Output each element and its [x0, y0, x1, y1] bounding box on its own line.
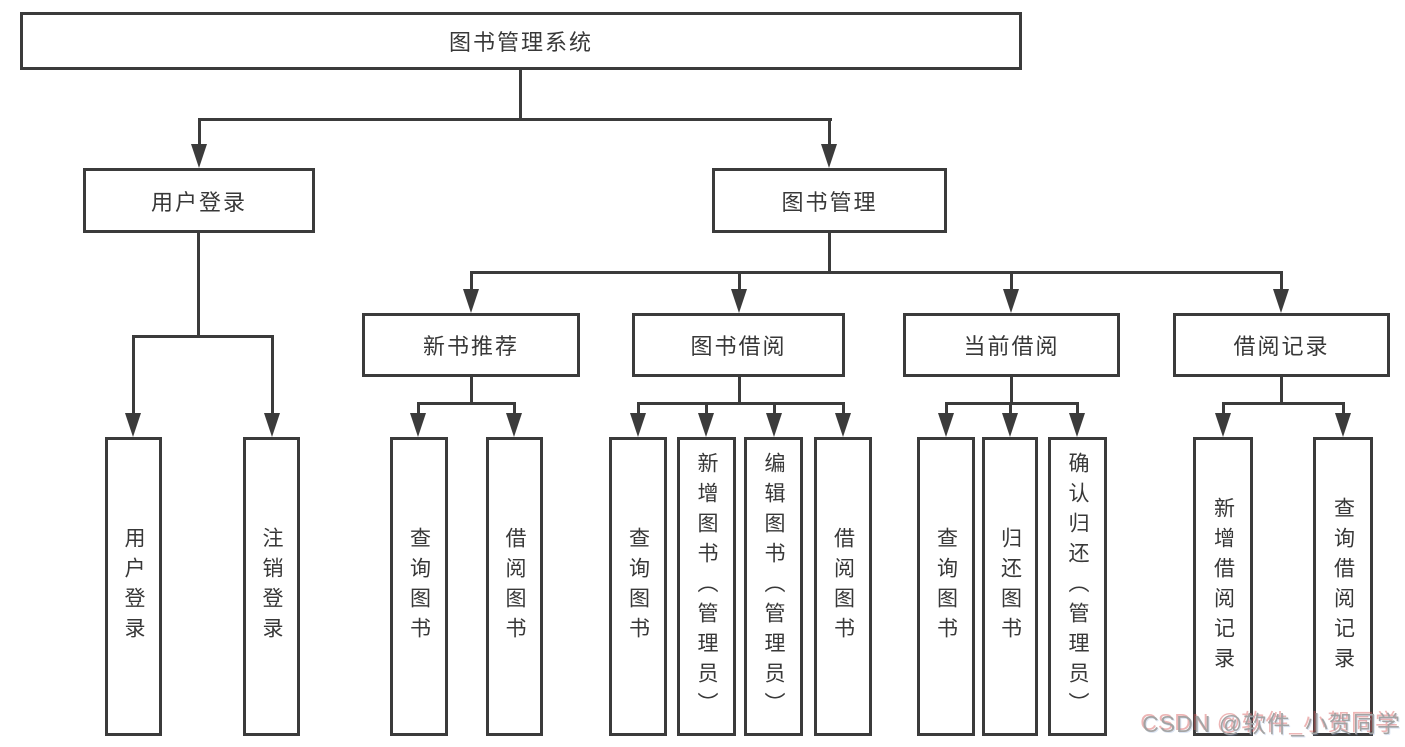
node-label: 图书管理 — [781, 189, 878, 215]
connector-line — [828, 118, 831, 148]
leaf-label: 编辑图书（管理员） — [762, 451, 785, 722]
arrow-down-icon — [1003, 289, 1019, 313]
connector-line — [470, 377, 473, 405]
connector-line — [637, 402, 845, 405]
connector-line — [198, 118, 832, 121]
connector-line — [470, 271, 473, 293]
arrow-down-icon — [1215, 413, 1231, 437]
arrow-down-icon — [191, 144, 207, 168]
connector-line — [417, 402, 516, 405]
node-book-management: 图书管理 — [712, 168, 947, 233]
leaf-label: 借阅图书 — [503, 526, 526, 647]
node-label: 新书推荐 — [422, 334, 519, 359]
leaf-query-books-2: 查询图书 — [609, 437, 667, 736]
leaf-add-borrow-record: 新增借阅记录 — [1193, 437, 1253, 736]
leaf-label: 新增图书（管理员） — [695, 451, 718, 722]
leaf-confirm-return-admin: 确认归还（管理员） — [1048, 437, 1107, 736]
connector-line — [773, 402, 776, 417]
node-label: 借阅记录 — [1233, 334, 1330, 359]
connector-line — [470, 271, 1283, 274]
connector-line — [738, 271, 741, 293]
arrow-down-icon — [835, 413, 851, 437]
leaf-logout: 注销登录 — [243, 437, 300, 736]
node-borrowing-records: 借阅记录 — [1173, 313, 1390, 377]
arrow-down-icon — [731, 289, 747, 313]
node-current-borrowing: 当前借阅 — [903, 313, 1120, 377]
arrow-down-icon — [766, 413, 782, 437]
connector-line — [513, 402, 516, 417]
node-library-management-system: 图书管理系统 — [20, 12, 1022, 70]
node-label: 用户登录 — [150, 189, 247, 215]
leaf-return-books: 归还图书 — [982, 437, 1038, 736]
arrow-down-icon — [1002, 413, 1018, 437]
connector-line — [738, 377, 741, 405]
arrow-down-icon — [698, 413, 714, 437]
connector-line — [1009, 402, 1012, 417]
node-label: 图书借阅 — [690, 334, 787, 359]
connector-line — [1280, 271, 1283, 293]
leaf-label: 查询图书 — [626, 526, 650, 647]
arrow-down-icon — [410, 413, 426, 437]
leaf-label: 用户登录 — [122, 526, 145, 647]
node-book-borrowing: 图书借阅 — [632, 313, 845, 377]
connector-line — [1280, 377, 1283, 405]
arrow-down-icon — [506, 413, 522, 437]
connector-line — [197, 233, 200, 337]
arrow-down-icon — [630, 413, 646, 437]
leaf-label: 借阅图书 — [831, 526, 855, 647]
node-label: 图书管理系统 — [448, 30, 593, 55]
connector-line — [1222, 402, 1225, 417]
connector-line — [945, 402, 1079, 405]
connector-line — [1222, 402, 1345, 405]
leaf-query-books-3: 查询图书 — [917, 437, 975, 736]
arrow-down-icon — [125, 413, 141, 437]
connector-line — [637, 402, 640, 417]
connector-line — [198, 118, 201, 148]
connector-line — [519, 68, 522, 120]
connector-line — [1076, 402, 1079, 417]
leaf-borrow-books-2: 借阅图书 — [814, 437, 872, 736]
node-user-login: 用户登录 — [83, 168, 315, 233]
leaf-edit-books-admin: 编辑图书（管理员） — [744, 437, 803, 736]
leaf-label: 归还图书 — [998, 526, 1022, 647]
node-new-book-recommendation: 新书推荐 — [362, 313, 580, 377]
leaf-label: 新增借阅记录 — [1211, 496, 1235, 677]
connector-line — [1010, 271, 1013, 293]
leaf-query-books-1: 查询图书 — [390, 437, 448, 736]
leaf-add-books-admin: 新增图书（管理员） — [677, 437, 736, 736]
connector-line — [1010, 377, 1013, 405]
leaf-label: 确认归还（管理员） — [1066, 451, 1089, 722]
connector-line — [132, 335, 274, 338]
arrow-down-icon — [1335, 413, 1351, 437]
arrow-down-icon — [821, 144, 837, 168]
leaf-borrow-books-1: 借阅图书 — [486, 437, 543, 736]
connector-line — [705, 402, 708, 417]
node-label: 当前借阅 — [963, 334, 1060, 359]
arrow-down-icon — [1069, 413, 1085, 437]
arrow-down-icon — [264, 413, 280, 437]
connector-line — [842, 402, 845, 417]
arrow-down-icon — [1273, 289, 1289, 313]
leaf-label: 查询图书 — [934, 526, 958, 647]
arrow-down-icon — [938, 413, 954, 437]
leaf-label: 注销登录 — [260, 526, 283, 647]
arrow-down-icon — [463, 289, 479, 313]
connector-line — [271, 335, 274, 415]
connector-line — [417, 402, 420, 417]
connector-line — [945, 402, 948, 417]
connector-line — [828, 233, 831, 274]
leaf-label: 查询借阅记录 — [1331, 496, 1355, 677]
leaf-query-borrow-record: 查询借阅记录 — [1313, 437, 1373, 736]
leaf-user-login: 用户登录 — [105, 437, 162, 736]
leaf-label: 查询图书 — [407, 526, 431, 647]
connector-line — [132, 335, 135, 415]
connector-line — [1342, 402, 1345, 417]
